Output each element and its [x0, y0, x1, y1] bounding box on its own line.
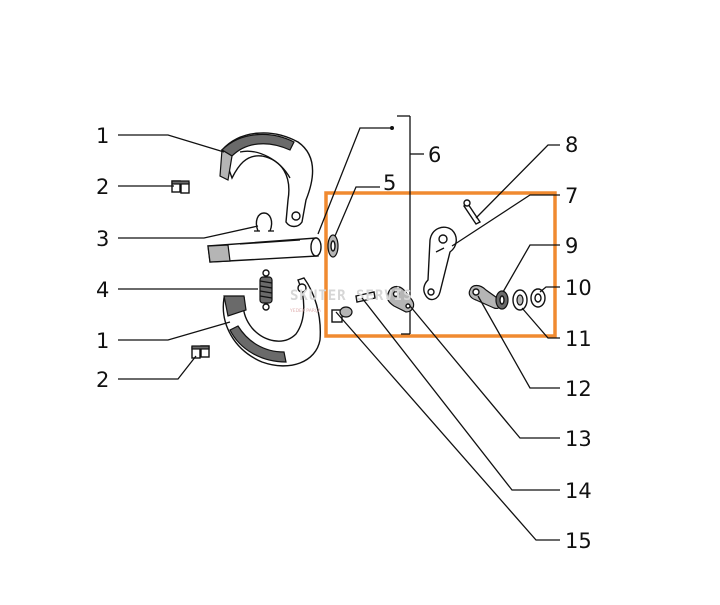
- lower-brake-shoe: [222, 277, 322, 367]
- omega-spring: [254, 212, 274, 232]
- label-14: 14: [565, 479, 592, 503]
- pin-14: [355, 291, 376, 303]
- highlight-box: [324, 191, 557, 338]
- label-12: 12: [565, 377, 592, 401]
- label-2-lower: 2: [96, 368, 109, 392]
- label-10: 10: [565, 276, 592, 300]
- clevis-13: [386, 285, 415, 313]
- bolt-15: [331, 306, 353, 323]
- washer-5: [327, 234, 339, 258]
- label-13: 13: [565, 427, 592, 451]
- coil-spring: [259, 269, 273, 311]
- split-pin: [462, 199, 482, 225]
- label-9: 9: [565, 234, 578, 258]
- retaining-clip-lower: [191, 345, 210, 359]
- leader-lines: [118, 127, 560, 541]
- upper-brake-shoe: [219, 132, 314, 228]
- retaining-clip-upper: [171, 180, 190, 194]
- washer-9: [495, 290, 509, 310]
- brake-lever: [423, 226, 457, 301]
- washer-11: [512, 289, 528, 311]
- label-5: 5: [383, 171, 396, 195]
- label-7: 7: [565, 184, 578, 208]
- label-11: 11: [565, 327, 592, 351]
- watermark-text: SKUTER SERVİS: [290, 287, 413, 304]
- brake-cam-shaft: [207, 237, 322, 263]
- watermark-subtext: YEDEK PARÇA: [289, 308, 322, 314]
- label-3: 3: [96, 227, 109, 251]
- label-1-upper: 1: [96, 124, 109, 148]
- label-15: 15: [565, 529, 592, 553]
- label-2-upper: 2: [96, 175, 109, 199]
- label-6: 6: [428, 143, 441, 167]
- nut-10: [530, 288, 546, 308]
- label-8: 8: [565, 133, 578, 157]
- label-4: 4: [96, 278, 109, 302]
- label-1-lower: 1: [96, 329, 109, 353]
